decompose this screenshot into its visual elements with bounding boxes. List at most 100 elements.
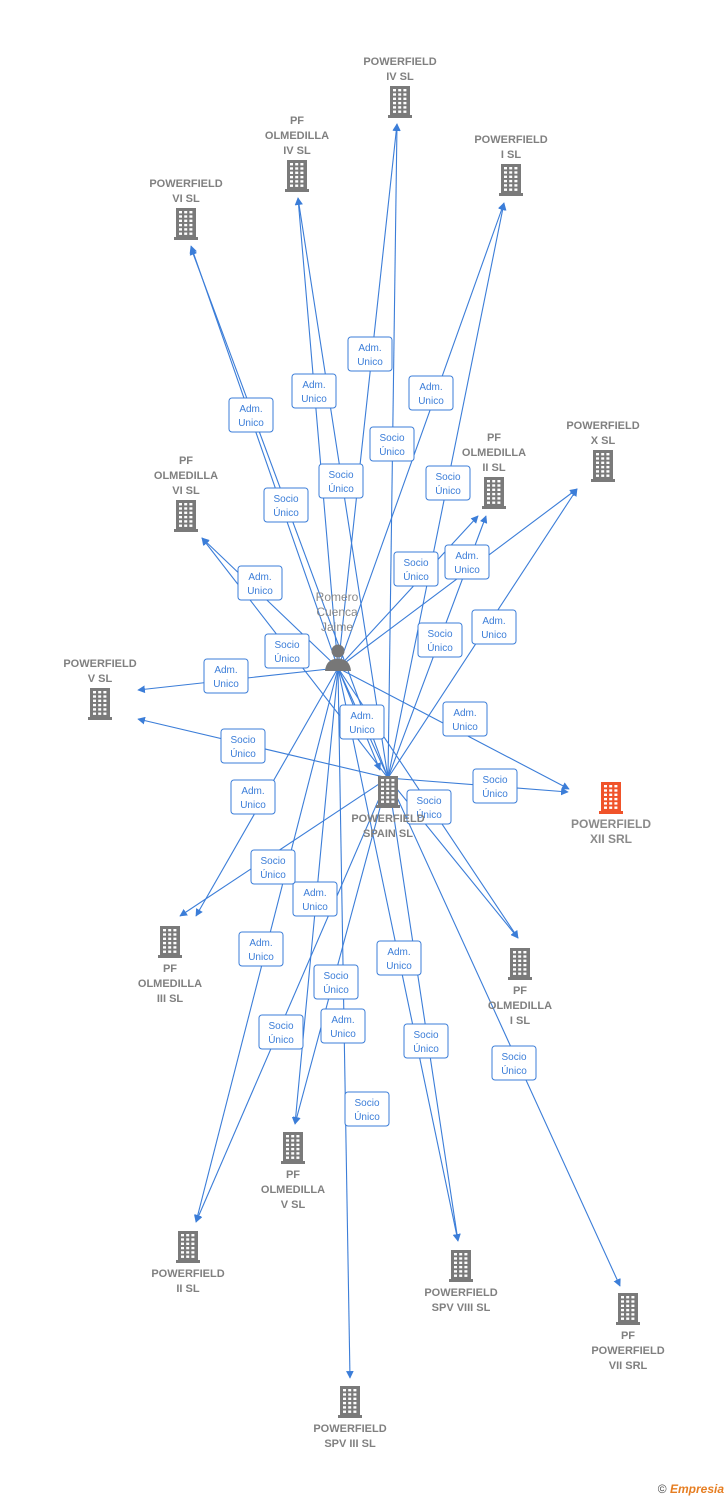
- edge-label-line: Único: [501, 1064, 527, 1077]
- building-icon: [388, 86, 412, 118]
- edge-label-box: [393, 551, 439, 587]
- edge-label[interactable]: Adm.Unico: [230, 779, 276, 815]
- edge-label[interactable]: Adm.Unico: [291, 373, 337, 409]
- edge-label[interactable]: Adm.Unico: [237, 565, 283, 601]
- edge-label-box: [291, 373, 337, 409]
- edge-label-box: [376, 940, 422, 976]
- node-label-line: II SL: [176, 1283, 200, 1295]
- edge-label-line: Adm.: [387, 947, 410, 958]
- edge-label[interactable]: Adm.Unico: [203, 658, 249, 694]
- credit: © Empresia: [658, 1482, 724, 1496]
- edge-label-line: Socio: [323, 971, 348, 982]
- edge-label-line: Socio: [435, 472, 460, 483]
- edge-label[interactable]: Adm.Unico: [444, 544, 490, 580]
- edge-label[interactable]: Adm.Unico: [320, 1008, 366, 1044]
- edge-label-line: Socio: [328, 470, 353, 481]
- edge-label[interactable]: Adm.Unico: [292, 881, 338, 917]
- edge-label-line: Unico: [238, 418, 264, 429]
- node-label-line: IV SL: [283, 145, 311, 157]
- edge-label-line: Socio: [482, 775, 507, 786]
- node-label-line: I SL: [510, 1015, 530, 1027]
- edge-label[interactable]: Adm.Unico: [238, 931, 284, 967]
- person-label-line: Jaime: [321, 620, 353, 634]
- edge-romero-to-pf-iv: [337, 123, 401, 669]
- edge-label-box: [425, 465, 471, 501]
- node-label-line: VII SRL: [609, 1360, 648, 1372]
- edge-label[interactable]: Adm.Unico: [442, 701, 488, 737]
- edge-romero-to-pfo-vi: [201, 537, 339, 669]
- edge-label-line: Socio: [403, 558, 428, 569]
- node-label-line: II SL: [482, 462, 506, 474]
- node-label-line: POWERFIELD: [313, 1423, 386, 1435]
- edge-label-line: Adm.: [248, 572, 271, 583]
- edge-label[interactable]: Adm.Unico: [347, 336, 393, 372]
- edge-label-box: [417, 622, 463, 658]
- edge-label-box: [250, 849, 296, 885]
- edge-label-line: Adm.: [214, 665, 237, 676]
- node-label-line: POWERFIELD: [363, 56, 436, 68]
- edge-label-box: [444, 544, 490, 580]
- edge-pf-spain-to-pfo-v: [293, 777, 389, 1125]
- edge-label-box: [406, 789, 452, 825]
- edge-label[interactable]: Adm.Unico: [471, 609, 517, 645]
- edge-label[interactable]: Adm.Unico: [339, 704, 385, 740]
- edge-label[interactable]: Adm.Unico: [408, 375, 454, 411]
- edge-label-line: Socio: [260, 856, 285, 867]
- building-icon: [591, 450, 615, 482]
- edge-label-line: Unico: [240, 800, 266, 811]
- brand-name[interactable]: Empresia: [669, 1482, 724, 1496]
- node-label-line: X SL: [591, 435, 616, 447]
- edge-label-line: Unico: [418, 396, 444, 407]
- edge-romero-to-pfp-vii: [337, 667, 621, 1287]
- edge-label[interactable]: Adm.Unico: [376, 940, 422, 976]
- person-icon: [325, 644, 351, 671]
- edge-label[interactable]: Adm.Unico: [228, 397, 274, 433]
- building-icon: [508, 948, 532, 980]
- edge-label-line: Socio: [413, 1030, 438, 1041]
- building-icon: [482, 477, 506, 509]
- building-icon: [174, 208, 198, 240]
- edge-label-box: [408, 375, 454, 411]
- edge-label-line: Único: [273, 506, 299, 519]
- edge-label-line: Unico: [481, 630, 507, 641]
- edge-label-line: Unico: [357, 357, 383, 368]
- edge-label-box: [369, 426, 415, 462]
- edge-label-line: Único: [427, 641, 453, 654]
- edge-label-line: Adm.: [249, 938, 272, 949]
